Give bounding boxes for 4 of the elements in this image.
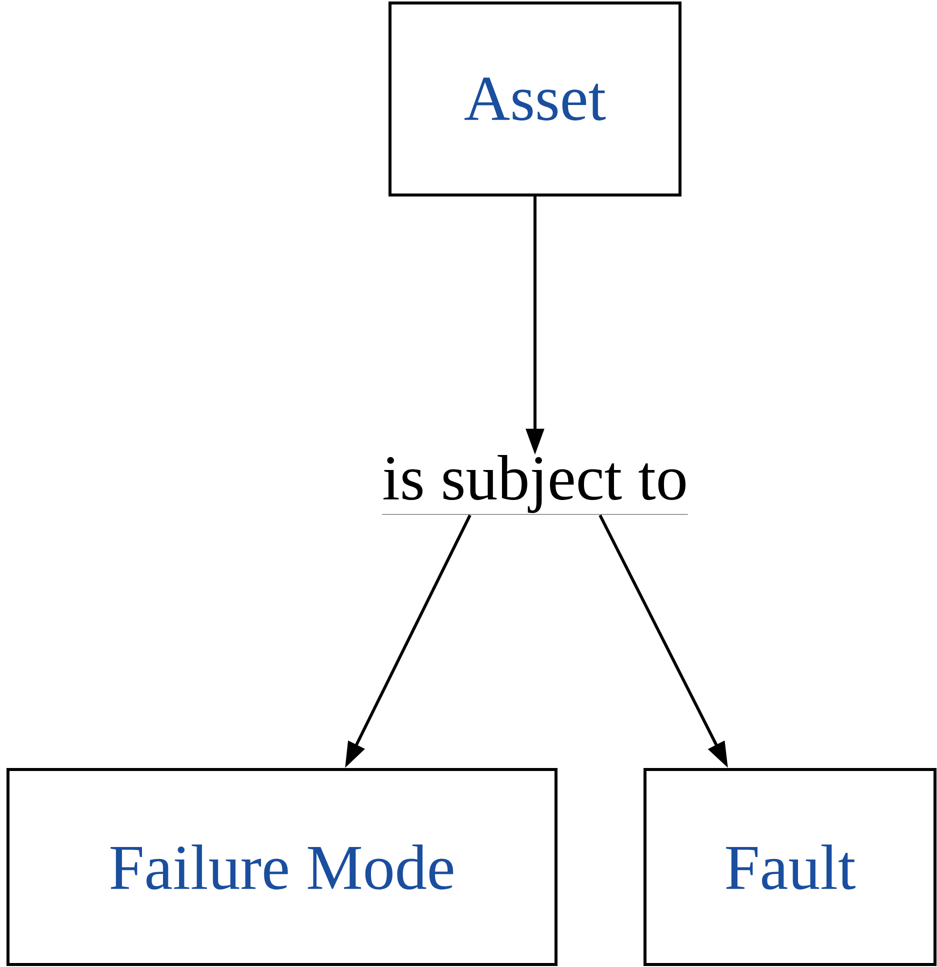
label-box: Asset (388, 2, 682, 196)
label-box: Fault (644, 768, 936, 966)
label-box: Failure Mode (6, 768, 558, 966)
relation-label: is subject to (382, 454, 688, 515)
